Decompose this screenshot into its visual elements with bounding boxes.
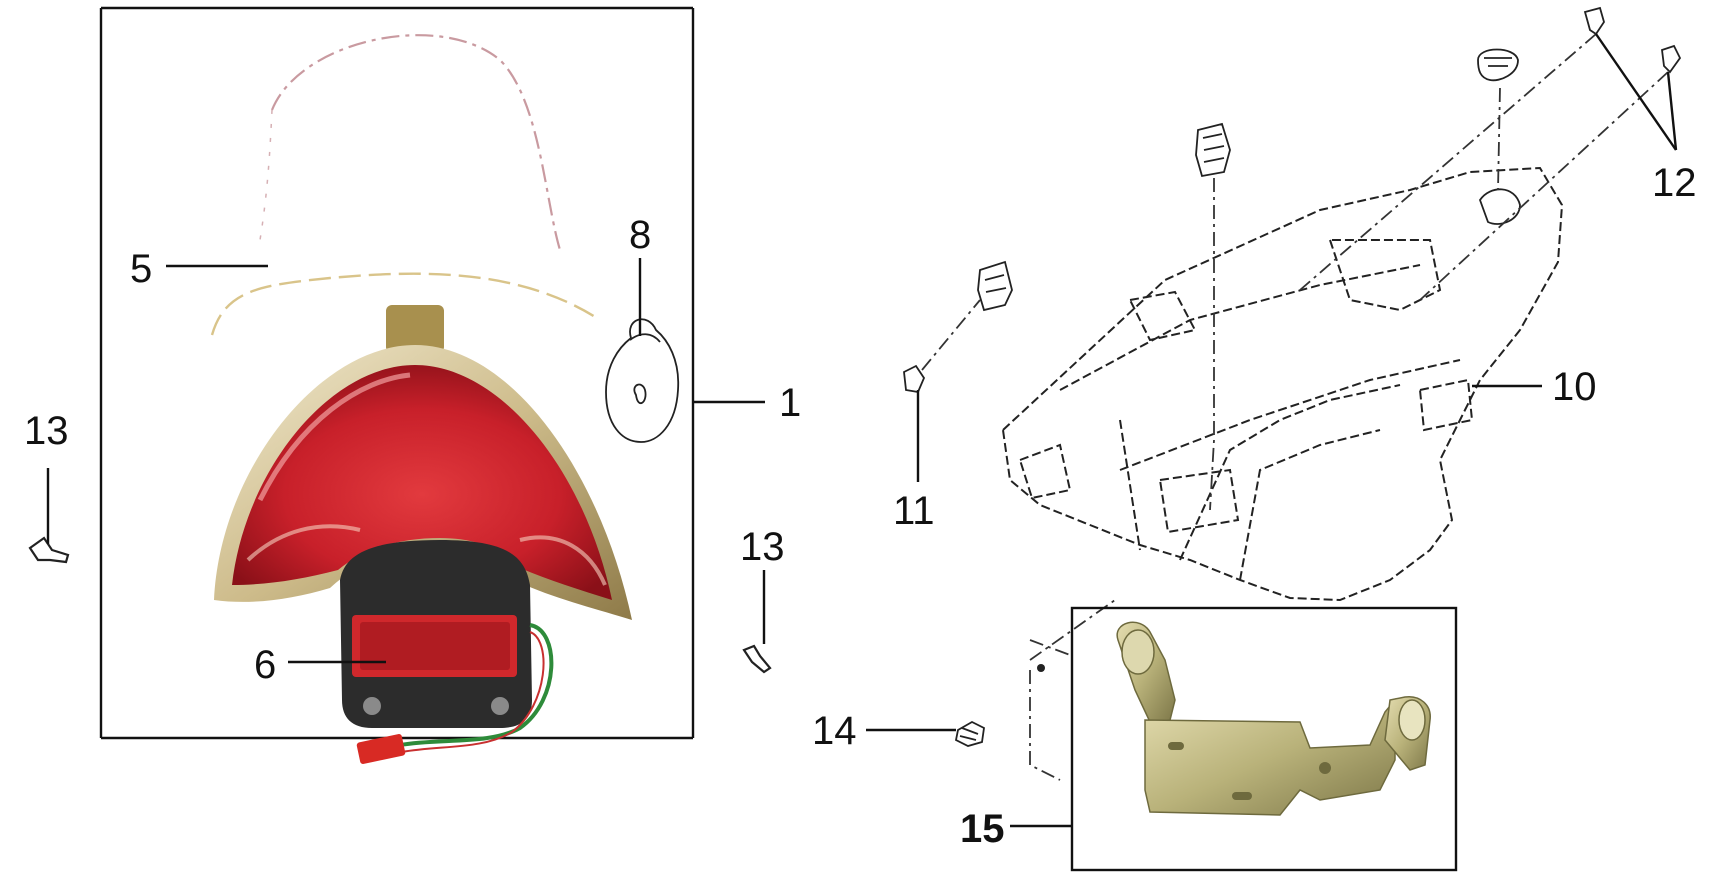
lens-gasket-illustration	[210, 34, 601, 336]
screw-12a-illustration	[1583, 6, 1605, 36]
fender-illustration	[1001, 166, 1564, 602]
callout-15: 15	[960, 807, 1005, 851]
callout-10: 10	[1552, 365, 1597, 409]
bulb-illustration	[605, 318, 680, 443]
callout-1: 1	[779, 381, 801, 425]
callout-11: 11	[893, 489, 935, 533]
leader-lines	[46, 33, 1678, 828]
callout-14: 14	[812, 709, 857, 753]
callout-13-right: 13	[740, 525, 785, 569]
screw-right-illustration	[742, 644, 772, 674]
callout-5: 5	[130, 247, 152, 291]
clip-11-illustration	[903, 260, 1013, 394]
callout-8: 8	[629, 213, 651, 257]
dash-lines	[921, 33, 1669, 781]
callout-12: 12	[1652, 161, 1697, 205]
callout-6: 6	[254, 643, 276, 687]
bolt-14-illustration	[954, 664, 1045, 747]
bracket-illustration	[1116, 621, 1431, 816]
callout-13-left: 13	[24, 409, 69, 453]
screw-12b-illustration	[1661, 44, 1682, 74]
bracket-inset-frame	[1070, 606, 1458, 872]
tail-light-illustration	[214, 305, 632, 764]
screw-left-illustration	[28, 536, 70, 564]
retainer-top-illustration	[1477, 48, 1519, 82]
nut-center-illustration	[1195, 122, 1231, 178]
